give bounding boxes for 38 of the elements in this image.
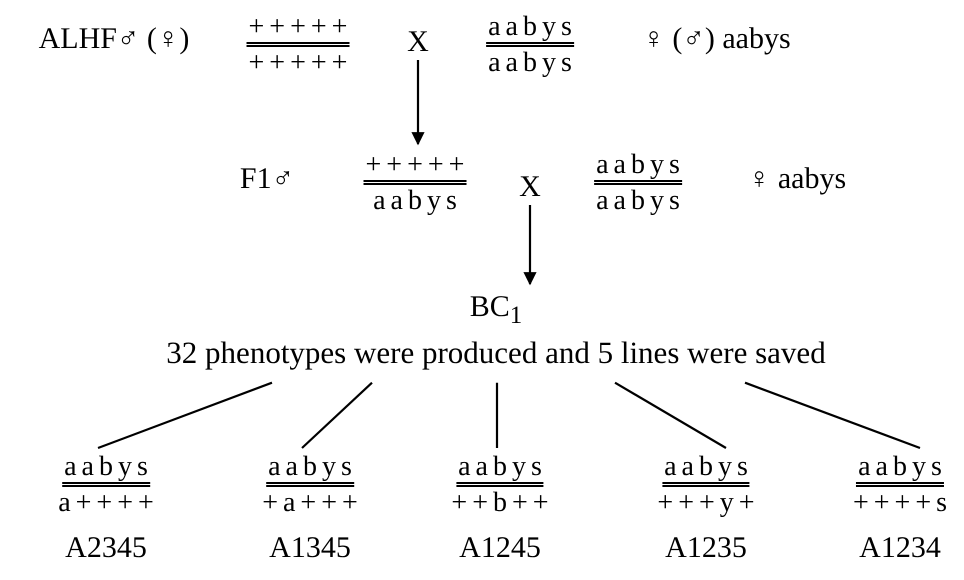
genotype-top-alleles: a a b y s xyxy=(486,12,574,48)
genotype-bottom-alleles: + + + + + xyxy=(248,47,348,78)
arrow xyxy=(411,60,425,146)
line-name: A1234 xyxy=(859,532,941,564)
connector-line xyxy=(614,382,727,449)
generation-label: BC$_{1}$ xyxy=(470,290,522,330)
line-name: A2345 xyxy=(65,532,147,564)
result-note: 32 phenotypes were produced and 5 lines were saved xyxy=(166,334,826,371)
genotype-bottom-alleles: + + + + s xyxy=(852,487,948,518)
cross-label: ♀ (♂) aabys xyxy=(614,22,819,55)
genotype-bottom-alleles: + + + y + xyxy=(656,487,756,518)
genotype-top-alleles: a a b y s xyxy=(594,150,682,186)
connector-line xyxy=(744,382,920,450)
cross-label: X xyxy=(400,25,436,58)
genotype-top-alleles: a a b y s xyxy=(62,452,150,488)
cross-label: X xyxy=(512,170,548,203)
genotype-top-alleles: a a b y s xyxy=(456,452,544,488)
connector-line xyxy=(98,382,272,450)
genotype-bottom-alleles: + a + + + xyxy=(261,487,359,518)
genotype-top-alleles: + + + + + xyxy=(364,150,466,186)
genotype-bottom-alleles: a a b y s xyxy=(595,185,681,216)
connector-line xyxy=(496,382,498,448)
connector-line xyxy=(301,382,373,449)
line-name: A1245 xyxy=(459,532,541,564)
genotype-bottom-alleles: + + b + + xyxy=(450,487,550,518)
genotype-top-alleles: + + + + + xyxy=(246,12,350,48)
line-name: A1235 xyxy=(665,532,747,564)
cross-label: F1♂ xyxy=(222,162,312,195)
line-name: A1345 xyxy=(269,532,351,564)
genotype-bottom-alleles: a + + + + xyxy=(57,487,155,518)
arrow xyxy=(523,205,537,286)
cross-label: ALHF♂ (♀) xyxy=(14,22,214,55)
genotype-top-alleles: a a b y s xyxy=(662,452,750,488)
cross-label: ♀ aabys xyxy=(722,162,872,195)
genotype-top-alleles: a a b y s xyxy=(266,452,354,488)
genotype-bottom-alleles: a a b y s xyxy=(487,47,573,78)
genotype-top-alleles: a a b y s xyxy=(856,452,944,488)
genotype-bottom-alleles: a a b y s xyxy=(372,185,458,216)
